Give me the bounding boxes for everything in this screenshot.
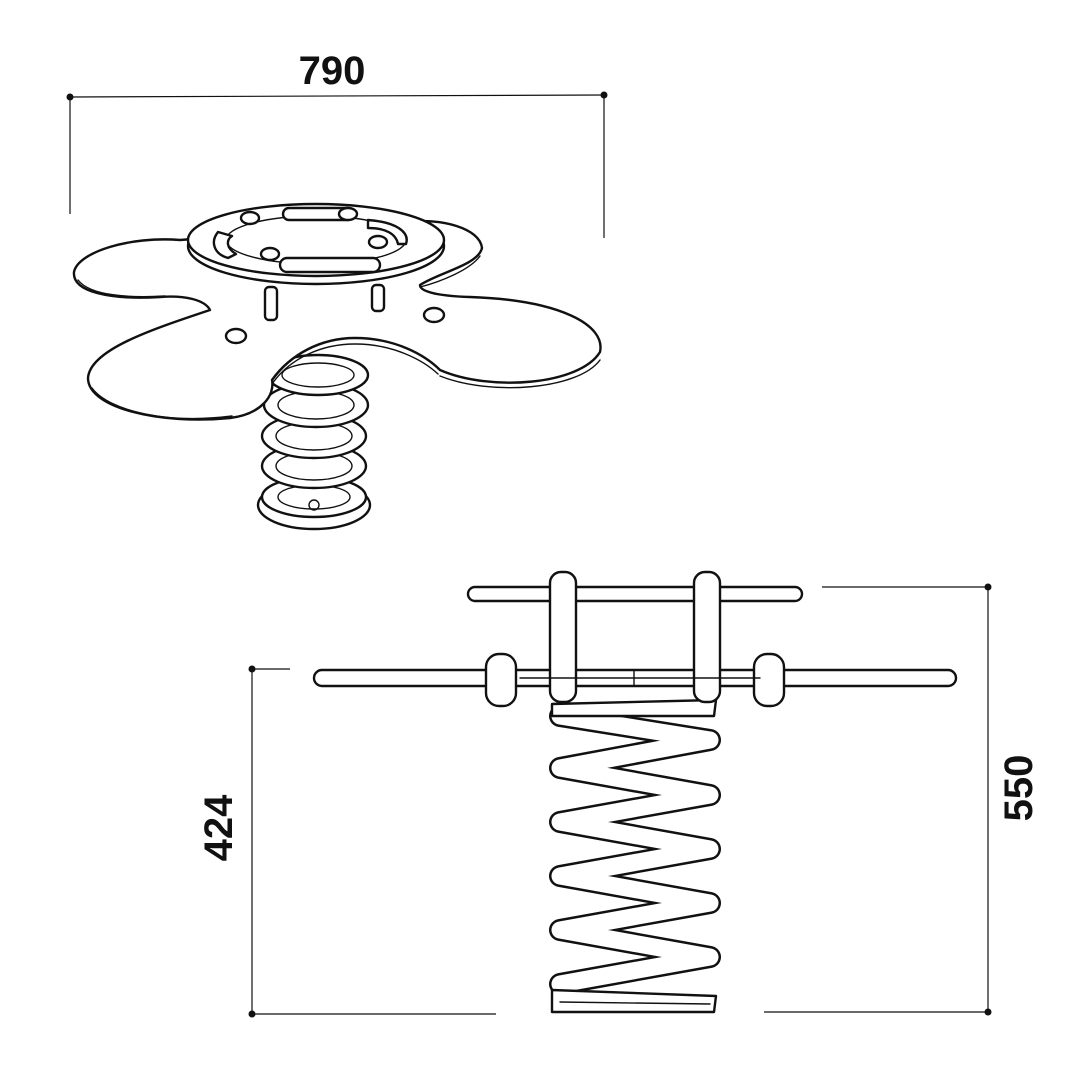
- side-spring: [549, 698, 721, 1014]
- dimension-width: 790: [66, 49, 608, 238]
- iso-posts: [263, 283, 386, 322]
- dimension-width-label: 790: [299, 49, 366, 93]
- side-view: [312, 570, 958, 1014]
- dimension-height-seat: 424: [197, 665, 496, 1018]
- side-top-plate: [466, 585, 804, 603]
- dimension-height-total: 550: [764, 583, 1041, 1016]
- isometric-view: [72, 202, 602, 531]
- dimension-height-seat-label: 424: [197, 794, 241, 861]
- dimension-height-total-label: 550: [997, 755, 1041, 822]
- iso-spring: [256, 353, 372, 531]
- side-posts: [484, 570, 786, 708]
- side-plate-detail: [519, 669, 761, 687]
- iso-top-disc: [186, 202, 446, 286]
- iso-flower-plate: [72, 220, 602, 421]
- iso-bolts: [224, 206, 446, 345]
